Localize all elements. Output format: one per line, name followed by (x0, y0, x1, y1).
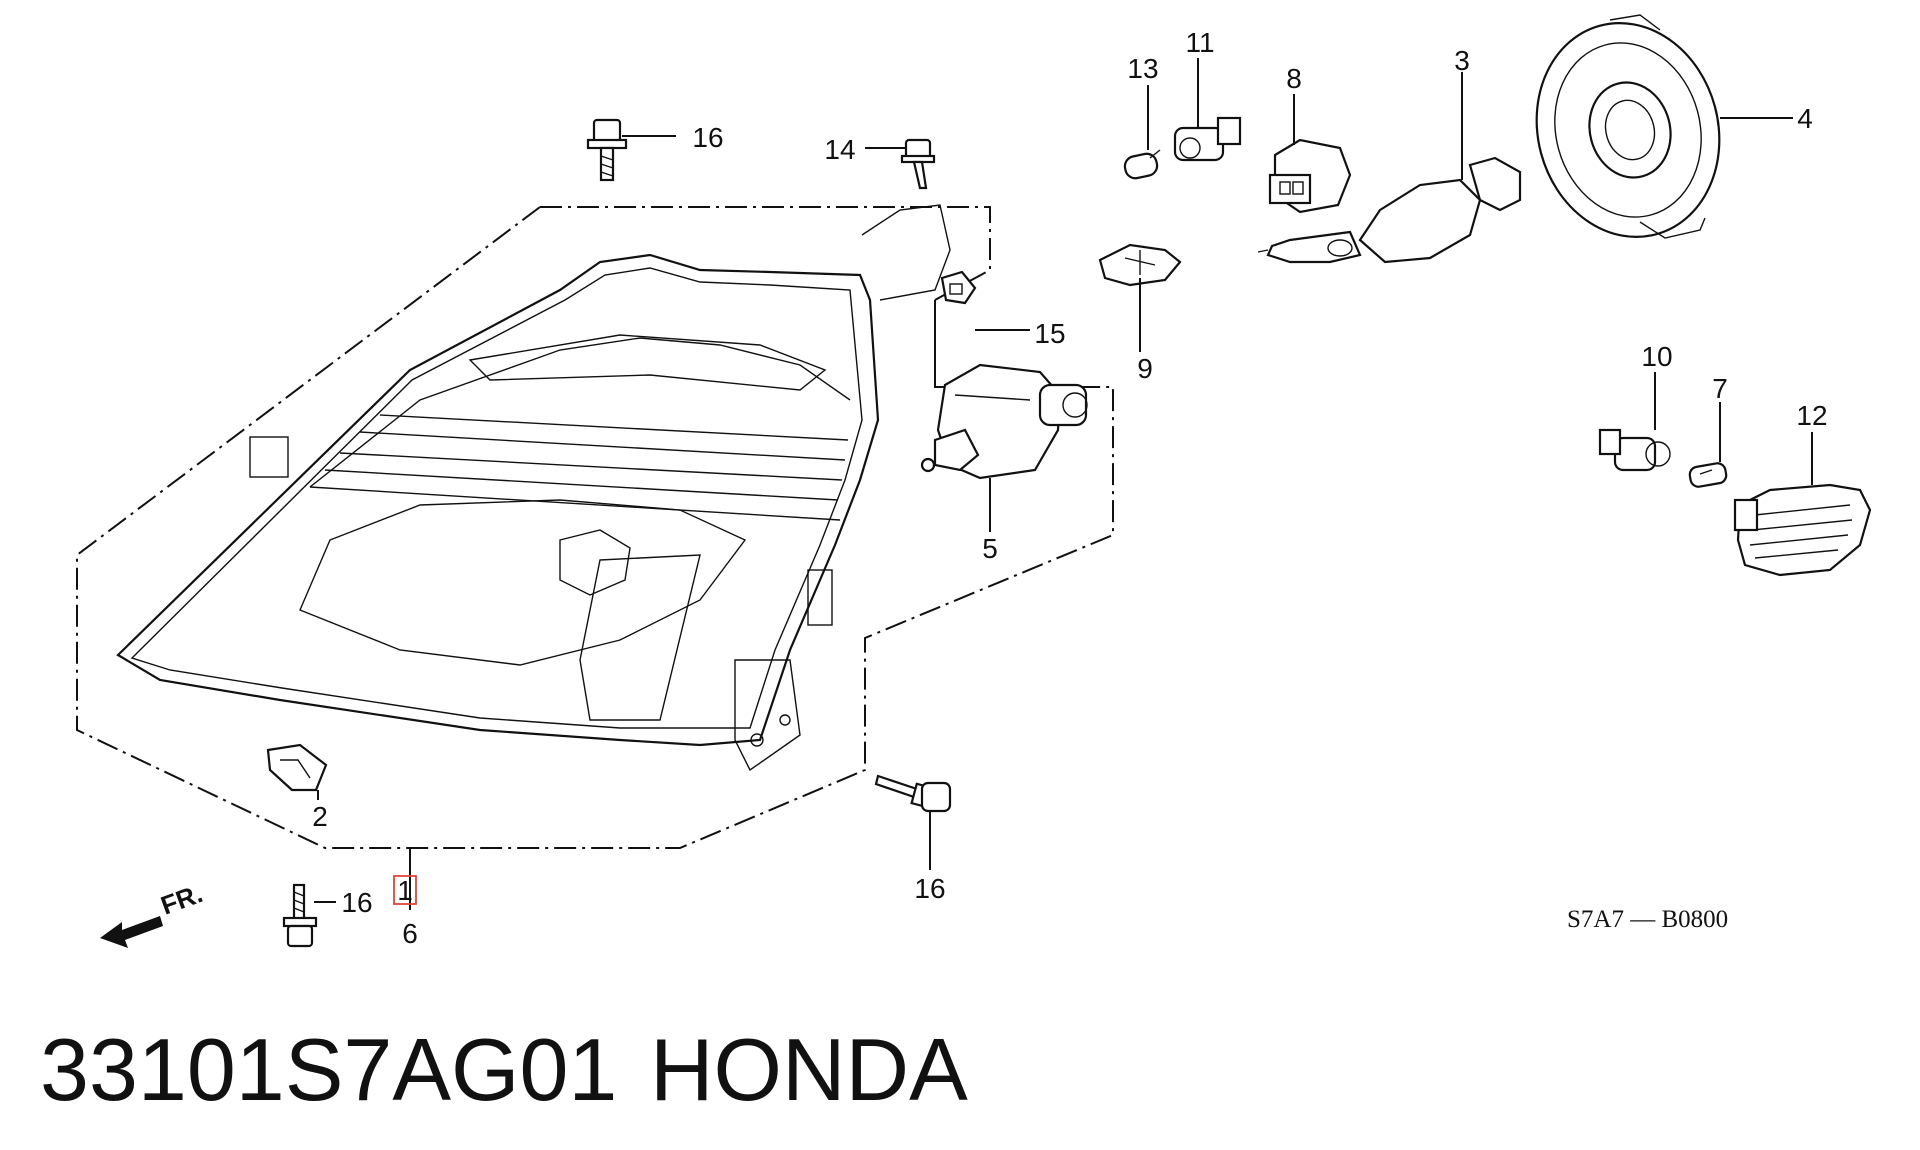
callout-5: 5 (982, 533, 998, 564)
callout-10: 10 (1641, 341, 1672, 372)
callout-1-highlight (393, 875, 417, 905)
front-direction-arrow: FR. (100, 878, 206, 948)
callout-7: 7 (1712, 373, 1728, 404)
callout-11: 11 (1185, 27, 1214, 58)
callout-16-bottom-right: 16 (914, 873, 945, 904)
headlight-assembly (116, 204, 951, 772)
socket-part-8 (1268, 138, 1352, 214)
bolt-part-16-bottom-left (282, 883, 318, 948)
callout-16-bottom-left: 16 (341, 887, 372, 918)
callout-2: 2 (312, 801, 328, 832)
brand-title: HONDA (650, 1020, 968, 1119)
callout-6: 6 (402, 918, 418, 949)
socket-part-10 (1598, 428, 1671, 472)
socket-part-11 (1173, 116, 1242, 162)
part-number-title: 33101S7AG01 (40, 1020, 617, 1119)
nut-part-15 (940, 270, 977, 305)
bulb-part-9 (1098, 243, 1182, 287)
diagram-code: S7A7 — B0800 (1567, 906, 1728, 933)
callout-4: 4 (1797, 103, 1813, 134)
leader-lines (314, 58, 1813, 910)
callout-1: 1 (397, 875, 413, 906)
callout-12: 12 (1796, 400, 1827, 431)
bulb-part-7 (1688, 462, 1728, 488)
cover-part-4 (1535, 14, 1721, 239)
actuator-part-5 (920, 363, 1088, 480)
bulb-part-13 (1123, 149, 1161, 180)
callout-16-top: 16 (692, 122, 723, 153)
callout-3: 3 (1454, 45, 1470, 76)
fr-label: FR. (157, 878, 207, 921)
clip-part-2 (266, 743, 328, 792)
callout-8: 8 (1286, 63, 1302, 94)
side-marker-part-12 (1733, 483, 1872, 577)
callout-9: 9 (1137, 353, 1153, 384)
bolt-part-16-bottom-right (874, 774, 952, 813)
callout-15: 15 (1034, 318, 1065, 349)
callout-14: 14 (824, 134, 855, 165)
callout-13: 13 (1127, 53, 1158, 84)
bulb-part-3 (1257, 156, 1522, 264)
screw-part-14 (900, 138, 936, 190)
bolt-part-16-top (586, 118, 628, 182)
